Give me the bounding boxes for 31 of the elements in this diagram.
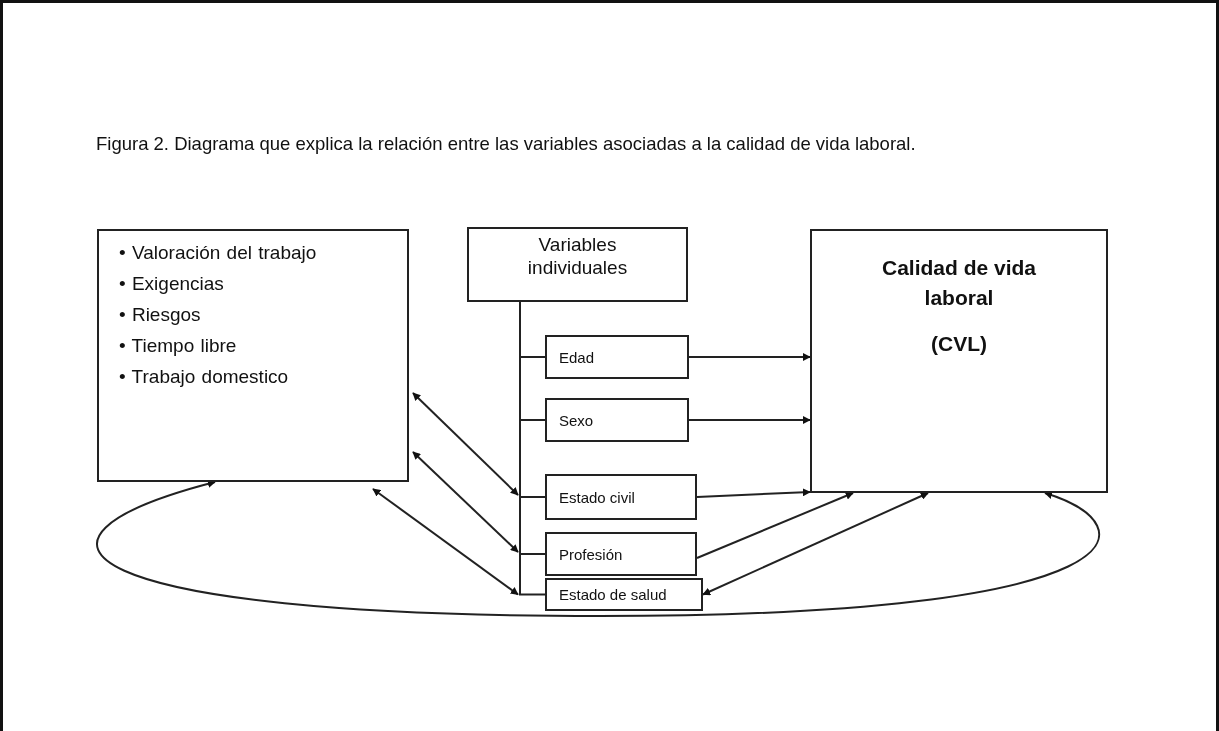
arrow (688, 416, 811, 424)
text-box (467, 227, 688, 302)
arrow (696, 492, 854, 559)
list-item: • Valoración del trabajo (119, 241, 317, 265)
arrow (412, 392, 519, 496)
text-box (545, 398, 689, 442)
list-item: • Riesgos (119, 303, 202, 327)
text-box (810, 229, 1108, 493)
arrow (702, 492, 929, 596)
arrow (688, 353, 811, 361)
box-label: Sexo (559, 411, 594, 429)
text-box (545, 578, 703, 611)
abbreviation: (CVL) (930, 331, 988, 357)
arrow (96, 480, 1100, 617)
text-box (545, 532, 697, 576)
list-item: • Exigencias (119, 272, 225, 296)
list-box (97, 229, 409, 482)
box-heading: Calidad de vida laboral (880, 255, 1037, 311)
box-label: Edad (559, 348, 595, 366)
arrow (372, 488, 519, 596)
arrow (696, 488, 811, 498)
box-heading: Variables individuales (526, 233, 629, 279)
figure-title: Figura 2. Diagrama que explica la relación entre las variables asociadas a la calidad de vida laboral. (96, 133, 917, 155)
box-label: Profesión (559, 545, 623, 563)
box-label: Estado civil (559, 488, 635, 506)
box-label: Estado de salud (559, 586, 667, 603)
list-item: • Tiempo libre (119, 334, 238, 358)
arrow (412, 451, 519, 553)
list-item: • Trabajo domestico (119, 365, 290, 389)
text-box (545, 474, 697, 520)
text-box (545, 335, 689, 379)
